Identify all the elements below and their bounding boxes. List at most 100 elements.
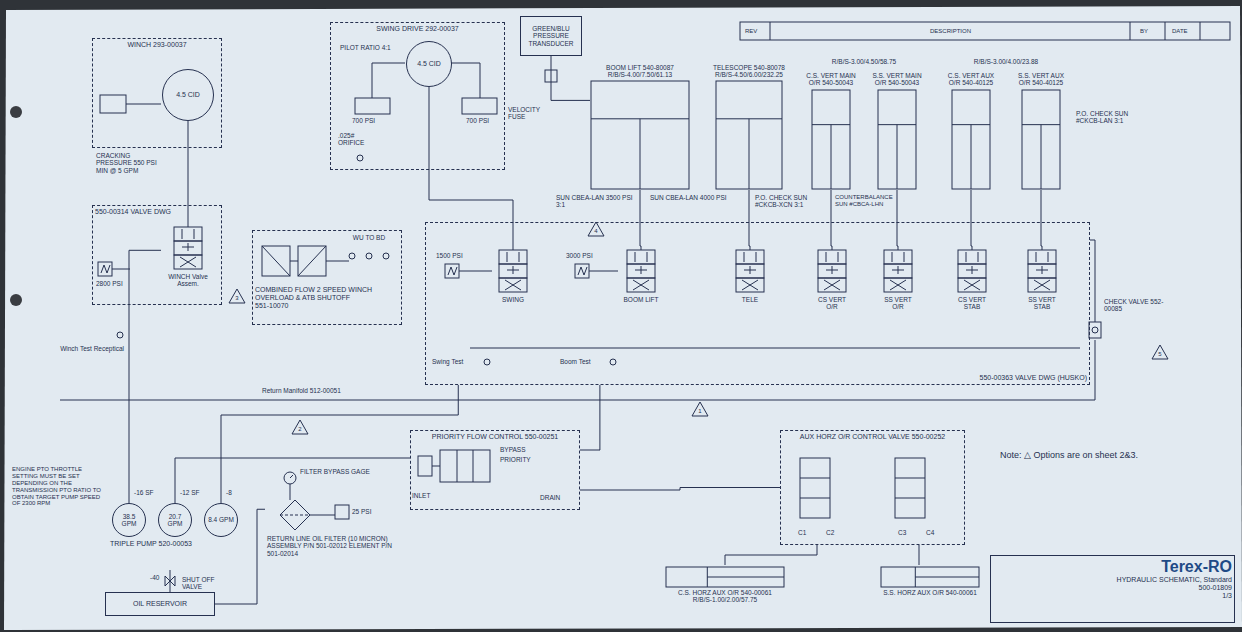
control-spool: CS VERT STAB xyxy=(950,246,994,334)
callout-label: FILTER BYPASS GAGE xyxy=(300,468,374,475)
hydraulic-line xyxy=(188,121,189,223)
component-label: OVERLOAD & ATB SHUTOFF xyxy=(255,294,399,302)
component-label: S.S. VERT AUX O/R 540-40125 xyxy=(1012,72,1070,87)
callout-label: DRAIN xyxy=(540,494,560,501)
cylinder-symbol xyxy=(875,565,985,611)
label-text: 5 xyxy=(1158,351,1161,357)
label-text: Boom Test xyxy=(560,358,591,365)
callout-label: R/B/S-3.00/4.50/58.75 xyxy=(800,58,928,65)
callout-label: COUNTERBALANCE SUN #CBCA-LHN xyxy=(835,194,895,208)
hydraulic-motor: 4.5 CID xyxy=(162,69,214,121)
callout-label: VELOCITY FUSE xyxy=(508,106,548,121)
label-text: 3000 PSI xyxy=(566,252,593,259)
component-label: C.S. VERT MAIN O/R 540-50043 xyxy=(802,72,860,87)
label-text: 25 PSI xyxy=(352,508,372,515)
component-label: Terex-RO xyxy=(993,558,1232,576)
callout-label: PRIORITY xyxy=(500,456,531,463)
label-text: C3 xyxy=(898,529,906,536)
component-label: R/B/S-1.00/2.00/57.75 xyxy=(662,596,788,603)
hydraulic-line xyxy=(749,190,750,246)
callout-label: ENGINE PTO THROTTLE SETTING MUST BE SET … xyxy=(12,466,104,507)
cylinder-symbol xyxy=(702,62,796,190)
component-label: COMBINED FLOW 2 SPEED WINCH xyxy=(255,286,399,294)
control-spool: TELE xyxy=(730,246,770,334)
component-label: CS VERT O/R xyxy=(812,296,852,311)
hydraulic-cylinder: TELESCOPE 540-80078R/B/S-4.50/6.00/232.2… xyxy=(702,62,796,190)
component-label: BOOM LIFT xyxy=(621,296,661,303)
option-flag: 2 xyxy=(292,426,308,433)
component-label: HYDRAULIC SCHEMATIC, Standard xyxy=(993,576,1232,584)
spool-symbol xyxy=(161,223,215,301)
winch-housing: WINCH 293-000374.5 CID xyxy=(92,38,222,148)
label-text: BYPASS xyxy=(500,446,526,453)
label-text: CRACKING PRESSURE 550 PSI MIN @ 5 GPM xyxy=(96,152,157,174)
oil-reservoir: OIL RESERVOIR xyxy=(105,592,215,616)
callout-label: BYPASS xyxy=(500,446,526,453)
callout-label: C1 xyxy=(798,529,806,536)
option-flag: 1 xyxy=(692,408,708,415)
callout-label: Return Manifold 512-00051 xyxy=(262,387,341,394)
cylinder-symbol xyxy=(1010,70,1072,190)
control-spool: SS VERT STAB xyxy=(1020,246,1064,334)
pump-section: 8.4 GPM xyxy=(204,503,238,537)
callout-label: P.O. CHECK SUN #CKCB-XCN 3:1 xyxy=(755,194,827,209)
label-text: ENGINE PTO THROTTLE SETTING MUST BE SET … xyxy=(12,466,101,506)
callout-label: C4 xyxy=(926,529,934,536)
label-text: DESCRIPTION xyxy=(930,28,971,34)
label-text: C4 xyxy=(926,529,934,536)
component-label: 551-10070 xyxy=(255,302,399,310)
label-text: P.O. CHECK SUN #CKCB-XCN 3:1 xyxy=(755,194,807,208)
component-label: SS VERT O/R xyxy=(878,296,918,311)
hydraulic-motor: 4.5 CID xyxy=(406,41,452,87)
component-label: OIL RESERVOIR xyxy=(108,600,212,608)
component-label: 550-00363 VALVE DWG (HUSKO) xyxy=(428,374,1087,382)
component-label: 38.5 GPM xyxy=(115,513,143,528)
callout-label: Winch Test Receptical xyxy=(50,345,124,352)
solenoid-valve-block: COMBINED FLOW 2 SPEED WINCHOVERLOAD & AT… xyxy=(252,230,402,325)
callout-label: 3000 PSI xyxy=(566,252,593,259)
hydraulic-line xyxy=(640,190,641,246)
spool-symbol xyxy=(619,246,663,334)
hydraulic-line xyxy=(175,458,410,503)
control-spool: WINCH Valve Assem. xyxy=(161,223,215,301)
callout-label: REV xyxy=(745,28,757,35)
hydraulic-line xyxy=(1041,190,1042,246)
hydraulic-cylinder: C.S. HORZ AUX O/R 540-00061R/B/S-1.00/2.… xyxy=(660,565,790,615)
callout-label: WU TO BD xyxy=(340,234,398,241)
pump-section: 20.7 GPM xyxy=(158,503,192,537)
label-text: 1 xyxy=(698,408,701,414)
hydraulic-cylinder: S.S. VERT MAIN O/R 540-50043 xyxy=(866,70,928,190)
label-text: DRAIN xyxy=(540,494,560,501)
component-label: TELE xyxy=(732,296,768,303)
label-text: SUN CBEA-LAN 3500 PSI 3:1 xyxy=(556,194,633,208)
hydraulic-cylinder: C.S. VERT AUX O/R 540-40125 xyxy=(940,70,1002,190)
control-spool: SS VERT O/R xyxy=(876,246,920,334)
label-text: 700 PSI xyxy=(466,117,489,124)
callout-label: 25 PSI xyxy=(352,508,372,515)
label-text: 700 PSI xyxy=(352,117,375,124)
label-text: -16 SF xyxy=(134,489,154,496)
callout-label: 700 PSI xyxy=(466,117,489,124)
component-label: TRIPLE PUMP 520-00053 xyxy=(110,540,248,548)
label-text: INLET xyxy=(412,492,430,499)
component-label: WINCH Valve Assem. xyxy=(163,273,213,288)
callout-label: R/B/S-3.00/4.00/23.88 xyxy=(940,58,1072,65)
callout-label: Boom Test xyxy=(560,358,591,365)
label-text: SUN CBEA-LAN 4000 PSI xyxy=(650,194,727,201)
cylinder-symbol xyxy=(800,70,862,190)
spool-symbol xyxy=(876,246,920,334)
hydraulic-line xyxy=(918,545,919,565)
label-text: PILOT RATIO 4:1 xyxy=(340,44,391,51)
callout-label: C3 xyxy=(898,529,906,536)
callout-label: .025# ORIFICE xyxy=(338,132,378,147)
component-label: R/B/S-4.00/7.50/61.13 xyxy=(592,71,688,78)
label-text: SHUT OFF VALVE xyxy=(182,576,214,590)
component-label: 550-00314 VALVE DWG xyxy=(95,208,219,216)
triple-pump: TRIPLE PUMP 520-00053 38.5 GPM 20.7 GPM 8.4… xyxy=(108,500,250,570)
callout-label: DATE xyxy=(1172,28,1188,35)
label-text: 4 xyxy=(594,228,597,234)
label-text: 2800 PSI xyxy=(96,280,123,287)
component-label: 4.5 CID xyxy=(409,60,449,68)
hydraulic-cylinder: S.S. VERT AUX O/R 540-40125 xyxy=(1010,70,1072,190)
label-text: BY xyxy=(1140,28,1148,34)
